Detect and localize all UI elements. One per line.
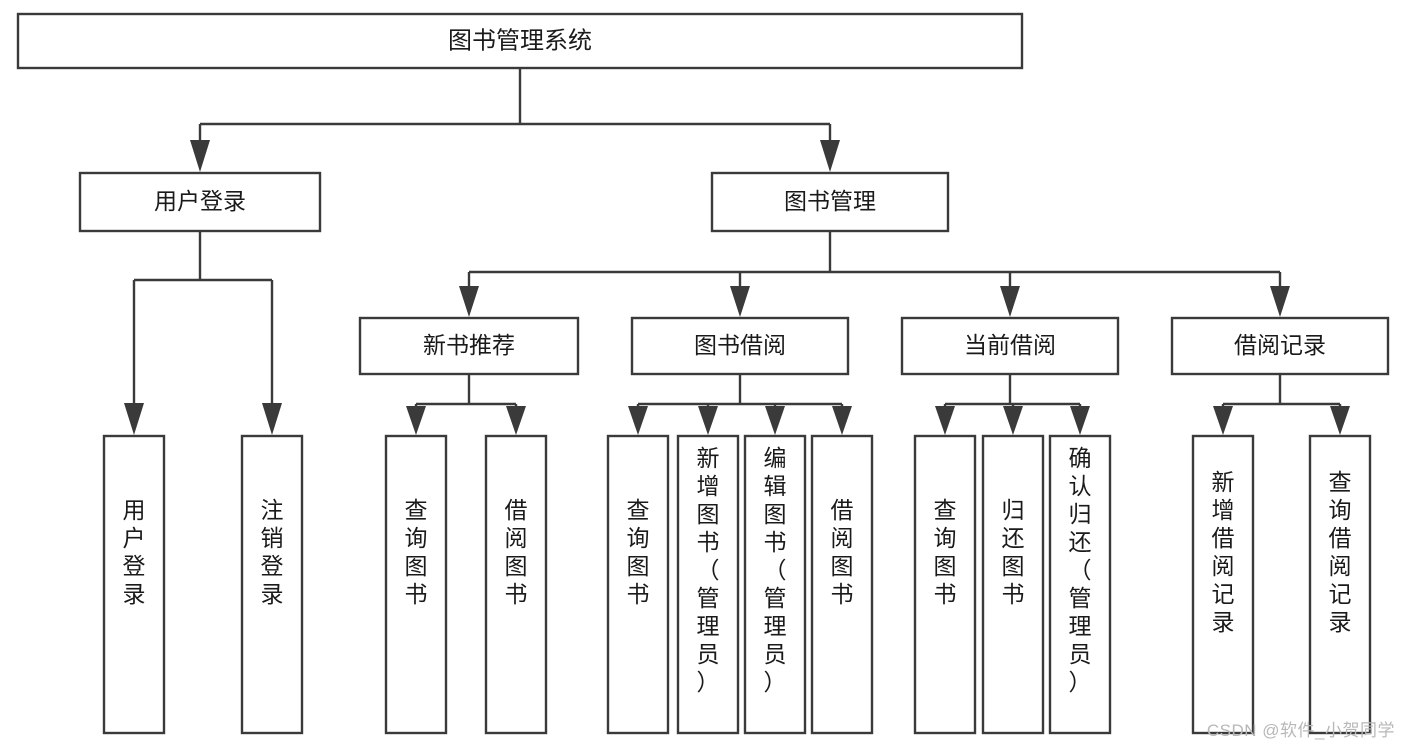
node-root-label: 图书管理系统 [448, 27, 592, 54]
node-leaf-query-record[interactable]: 查询借阅记录 [1308, 434, 1372, 735]
node-leaf-logout-box[interactable] [240, 434, 304, 735]
node-leaf-confirm-return-box[interactable] [1048, 434, 1112, 735]
arrow-head-leaf-query-book-1 [406, 406, 426, 435]
node-leaf-user-login-label: 用户登录 [123, 497, 146, 607]
node-leaf-logout-label: 注销登录 [261, 497, 284, 607]
arrow-head-leaf-add-book [698, 406, 718, 435]
node-leaf-query-record-label: 查询借阅记录 [1329, 469, 1352, 635]
node-leaf-query-book-2-label: 查询图书 [627, 497, 650, 607]
node-leaf-logout[interactable]: 注销登录 [240, 434, 304, 735]
arrow-head-leaf-return-book [1003, 406, 1023, 435]
node-book-manage-box[interactable] [710, 171, 950, 233]
node-current-borrow[interactable]: 当前借阅 [900, 316, 1120, 376]
node-leaf-borrow-book-2[interactable]: 借阅图书 [810, 434, 874, 735]
node-leaf-borrow-book-2-label: 借阅图书 [831, 497, 854, 607]
node-new-book-recommend-label: 新书推荐 [423, 332, 515, 358]
arrow-head-leaf-query-book-3 [935, 406, 955, 435]
arrow-head-new-book-recommend [459, 286, 479, 317]
node-leaf-return-book-label: 归还图书 [1002, 497, 1025, 607]
node-user-login[interactable]: 用户登录 [78, 171, 322, 233]
node-leaf-query-record-box[interactable] [1308, 434, 1372, 735]
node-leaf-query-book-2-box[interactable] [606, 434, 670, 735]
arrow-head-leaf-query-record [1330, 406, 1350, 435]
node-leaf-edit-book-label: 编辑图书（管理员） [764, 445, 787, 695]
node-leaf-return-book-box[interactable] [981, 434, 1045, 735]
node-root[interactable]: 图书管理系统 [16, 12, 1024, 70]
node-leaf-borrow-book-1[interactable]: 借阅图书 [484, 434, 548, 735]
arrow-head-book-manage [820, 140, 840, 172]
node-leaf-borrow-book-2-box[interactable] [810, 434, 874, 735]
node-user-login-box[interactable] [78, 171, 322, 233]
node-current-borrow-label: 当前借阅 [964, 332, 1056, 358]
arrow-head-leaf-borrow-book-1 [506, 406, 526, 435]
node-leaf-edit-book[interactable]: 编辑图书（管理员） [743, 434, 807, 735]
arrow-head-leaf-logout [262, 403, 282, 435]
node-leaf-borrow-book-1-box[interactable] [484, 434, 548, 735]
node-leaf-add-book-label: 新增图书（管理员） [697, 445, 720, 695]
node-leaf-confirm-return-label: 确认归还（管理员） [1069, 445, 1092, 695]
node-leaf-query-book-2[interactable]: 查询图书 [606, 434, 670, 735]
node-borrow-record-box[interactable] [1170, 316, 1390, 376]
node-leaf-user-login-box[interactable] [102, 434, 166, 735]
node-leaf-borrow-book-1-label: 借阅图书 [505, 497, 528, 607]
node-borrow-record[interactable]: 借阅记录 [1170, 316, 1390, 376]
node-leaf-query-book-3-box[interactable] [913, 434, 977, 735]
node-leaf-query-book-3[interactable]: 查询图书 [913, 434, 977, 735]
node-borrow-record-label: 借阅记录 [1234, 332, 1326, 358]
node-root-box[interactable] [16, 12, 1024, 70]
node-book-borrow-label: 图书借阅 [694, 332, 786, 358]
node-book-borrow[interactable]: 图书借阅 [630, 316, 850, 376]
node-book-manage[interactable]: 图书管理 [710, 171, 950, 233]
arrow-head-leaf-user-login [124, 403, 144, 435]
arrow-head-leaf-confirm-return [1070, 406, 1090, 435]
connector-layer [124, 68, 1350, 435]
node-current-borrow-box[interactable] [900, 316, 1120, 376]
arrow-head-book-borrow [730, 286, 750, 317]
node-new-book-recommend[interactable]: 新书推荐 [358, 316, 580, 376]
leaf-nodes-layer: 用户登录 注销登录 查询图书 借阅图书 查询图书 新增图书（管理员） 编辑图书（… [102, 434, 1372, 735]
node-leaf-query-book-3-label: 查询图书 [934, 497, 957, 607]
arrow-head-borrow-record [1270, 286, 1290, 317]
arrow-head-user-login [190, 140, 210, 172]
node-leaf-add-record-label: 新增借阅记录 [1212, 469, 1235, 635]
arrow-head-leaf-add-record [1213, 406, 1233, 435]
arrow-head-leaf-edit-book [765, 406, 785, 435]
node-leaf-user-login[interactable]: 用户登录 [102, 434, 166, 735]
node-leaf-add-record[interactable]: 新增借阅记录 [1191, 434, 1255, 735]
node-book-manage-label: 图书管理 [784, 188, 876, 214]
arrow-head-current-borrow [1000, 286, 1020, 317]
node-leaf-add-book[interactable]: 新增图书（管理员） [676, 434, 740, 735]
node-leaf-query-book-1-label: 查询图书 [405, 497, 428, 607]
node-leaf-edit-book-box[interactable] [743, 434, 807, 735]
node-leaf-add-record-box[interactable] [1191, 434, 1255, 735]
node-leaf-add-book-box[interactable] [676, 434, 740, 735]
arrow-head-leaf-query-book-2 [628, 406, 648, 435]
node-book-borrow-box[interactable] [630, 316, 850, 376]
node-leaf-query-book-1[interactable]: 查询图书 [384, 434, 448, 735]
node-new-book-recommend-box[interactable] [358, 316, 580, 376]
node-leaf-return-book[interactable]: 归还图书 [981, 434, 1045, 735]
arrow-head-leaf-borrow-book-2 [832, 406, 852, 435]
node-user-login-label: 用户登录 [154, 188, 246, 214]
node-leaf-confirm-return[interactable]: 确认归还（管理员） [1048, 434, 1112, 735]
node-leaf-query-book-1-box[interactable] [384, 434, 448, 735]
